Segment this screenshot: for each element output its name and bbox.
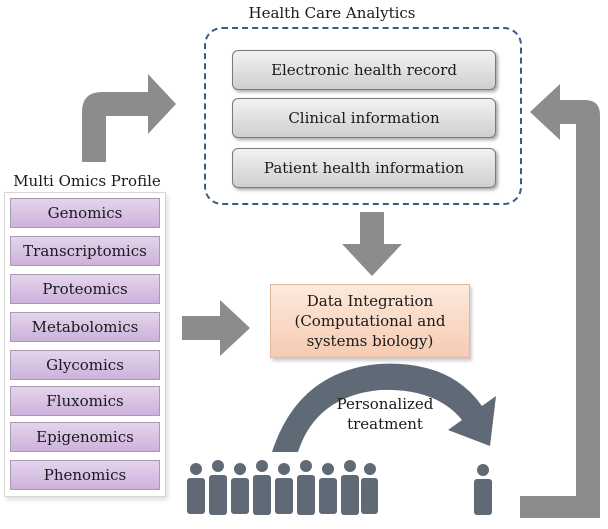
electronic-health-record-box: Electronic health record [232, 50, 496, 90]
personalized-arc-arrow [272, 363, 496, 452]
omics-item-proteomics: Proteomics [10, 274, 160, 304]
multi-omics-column [4, 192, 166, 497]
clinical-information-box: Clinical information [232, 98, 496, 138]
personalized-treatment-line-2: treatment [347, 415, 423, 433]
data-integration-line-3: systems biology) [306, 332, 434, 350]
data-integration-line-2: (Computational and [294, 312, 446, 330]
individual-person-icon [474, 464, 492, 515]
health-care-analytics-panel [204, 27, 522, 205]
people-group-icon [187, 460, 378, 515]
patient-health-information-box: Patient health information [232, 148, 496, 188]
omics-item-epigenomics: Epigenomics [10, 422, 160, 452]
omics-to-analytics-arrow [82, 74, 176, 162]
feedback-arrow [520, 84, 600, 518]
personalized-treatment-label: Personalized treatment [310, 394, 460, 434]
omics-to-integration-arrow [182, 300, 250, 356]
omics-item-phenomics: Phenomics [10, 460, 160, 490]
multi-omics-profile-title: Multi Omics Profile [13, 172, 161, 190]
omics-item-fluxomics: Fluxomics [10, 386, 160, 416]
omics-item-genomics: Genomics [10, 198, 160, 228]
data-integration-box: Data Integration (Computational and syst… [270, 284, 470, 358]
omics-item-transcriptomics: Transcriptomics [10, 236, 160, 266]
omics-item-metabolomics: Metabolomics [10, 312, 160, 342]
analytics-to-integration-arrow [342, 212, 402, 276]
personalized-treatment-line-1: Personalized [336, 395, 434, 413]
omics-item-glycomics: Glycomics [10, 350, 160, 380]
data-integration-line-1: Data Integration [306, 292, 434, 310]
health-care-analytics-title: Health Care Analytics [248, 4, 416, 22]
